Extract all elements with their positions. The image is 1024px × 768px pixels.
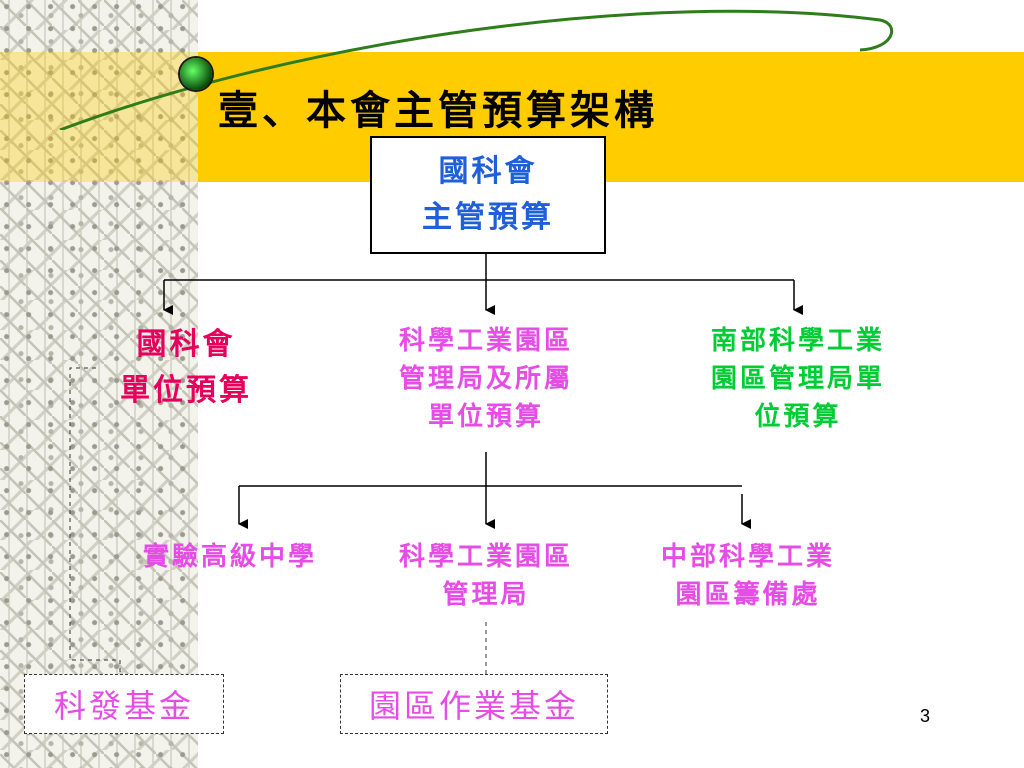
bullet-icon (180, 58, 212, 90)
top-budget-line2: 主管預算 (422, 200, 554, 235)
node-line: 管理局及所屬 (398, 364, 573, 394)
node-line: 中部科學工業 (660, 542, 835, 572)
science-park-admin: 科學工業園區 管理局 (378, 538, 594, 614)
node-line: 位預算 (754, 402, 842, 432)
decorative-pattern (0, 0, 198, 768)
header-band (198, 52, 1024, 182)
experimental-high-school: 實驗高級中學 (120, 538, 340, 576)
node-line: 園區管理局單 (710, 364, 885, 394)
park-operation-fund-box: 園區作業基金 (340, 674, 608, 734)
slide-title: 壹、本會主管預算架構 (218, 87, 658, 134)
top-budget-line1: 國科會 (438, 154, 538, 189)
node-line: 單位預算 (120, 373, 252, 408)
node-line: 科學工業園區 (398, 542, 573, 572)
science-park-admin-budget: 科學工業園區 管理局及所屬 單位預算 (378, 322, 594, 436)
science-development-fund-box: 科發基金 (24, 674, 224, 734)
top-budget-box: 國科會 主管預算 (370, 136, 606, 254)
node-line: 園區籌備處 (675, 580, 821, 610)
node-line: 實驗高級中學 (142, 542, 317, 572)
node-line: 科學工業園區 (398, 326, 573, 356)
nsc-unit-budget: 國科會 單位預算 (96, 322, 276, 414)
node-line: 管理局 (442, 580, 530, 610)
southern-park-budget: 南部科學工業 園區管理局單 位預算 (690, 322, 906, 436)
central-park-preparatory-office: 中部科學工業 園區籌備處 (640, 538, 856, 614)
node-line: 單位預算 (427, 402, 544, 432)
decorative-swoosh (59, 9, 893, 130)
node-line: 南部科學工業 (710, 326, 885, 356)
node-line: 國科會 (136, 327, 236, 362)
page-number: 3 (920, 706, 931, 726)
